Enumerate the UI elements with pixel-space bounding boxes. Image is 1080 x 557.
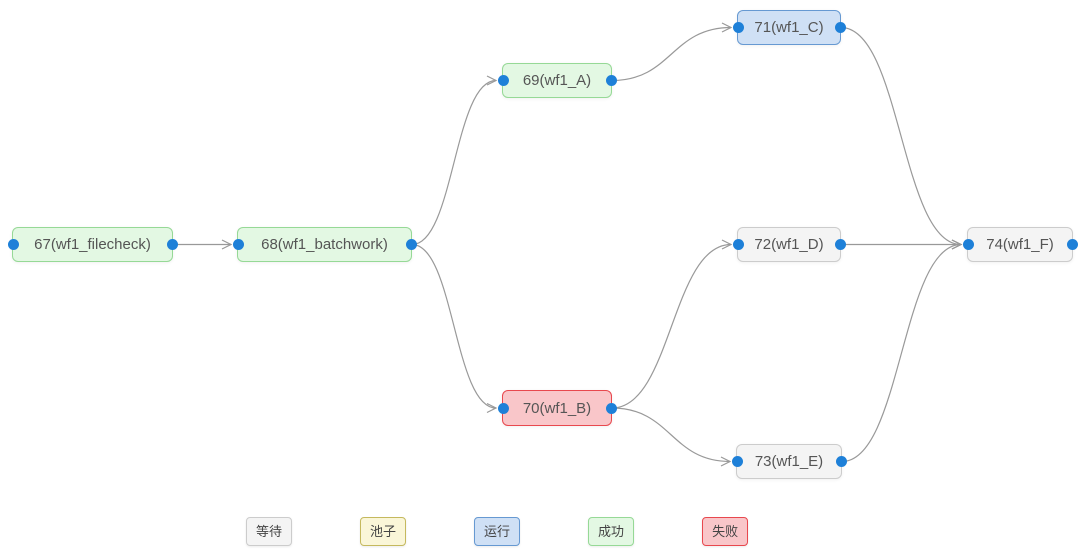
workflow-node-70[interactable]: 70(wf1_B) [497, 390, 617, 426]
input-port-dot [732, 239, 744, 250]
node-label: 67(wf1_filecheck) [34, 236, 151, 253]
workflow-node-69[interactable]: 69(wf1_A) [497, 63, 617, 98]
output-port-dot [835, 456, 847, 467]
output-port-dot [1066, 239, 1078, 250]
input-port-dot [497, 75, 509, 86]
node-label: 68(wf1_batchwork) [261, 236, 388, 253]
output-port-dot [605, 75, 617, 86]
node-label: 71(wf1_C) [754, 19, 824, 36]
workflow-node-67[interactable]: 67(wf1_filecheck) [7, 227, 178, 262]
edge-70-72 [611, 239, 733, 409]
input-port-dot [732, 22, 744, 33]
input-port-dot [7, 239, 19, 250]
node-label: 73(wf1_E) [754, 453, 824, 470]
edge-68-70 [411, 243, 498, 414]
workflow-node-73[interactable]: 73(wf1_E) [731, 444, 847, 479]
node-label: 74(wf1_F) [986, 236, 1054, 253]
input-port-dot [497, 402, 509, 414]
legend-item-pool: 池子 [360, 517, 407, 546]
input-port-dot [232, 239, 244, 250]
output-port-dot [166, 239, 178, 250]
output-port-dot [405, 239, 417, 250]
workflow-node-74[interactable]: 74(wf1_F) [962, 227, 1078, 262]
input-port-dot [731, 456, 743, 467]
status-legend: 等待 池子 运行 成功 失败 [246, 517, 749, 546]
node-label: 72(wf1_D) [754, 236, 824, 253]
node-label: 70(wf1_B) [522, 399, 592, 417]
output-port-dot [605, 402, 617, 414]
edge-69-71 [611, 22, 733, 82]
input-port-dot [962, 239, 974, 250]
legend-item-running: 运行 [474, 517, 521, 546]
edge-70-73 [611, 407, 732, 467]
output-port-dot [834, 22, 846, 33]
workflow-node-72[interactable]: 72(wf1_D) [732, 227, 846, 262]
legend-item-success: 成功 [588, 517, 635, 546]
workflow-node-71[interactable]: 71(wf1_C) [732, 10, 846, 45]
edge-68-69 [411, 75, 498, 246]
node-label: 69(wf1_A) [522, 72, 592, 89]
legend-item-waiting: 等待 [246, 517, 293, 546]
legend-item-failed: 失败 [702, 517, 749, 546]
output-port-dot [834, 239, 846, 250]
edge-73-74 [841, 239, 963, 463]
workflow-node-68[interactable]: 68(wf1_batchwork) [232, 227, 417, 262]
edge-71-74 [840, 26, 963, 250]
